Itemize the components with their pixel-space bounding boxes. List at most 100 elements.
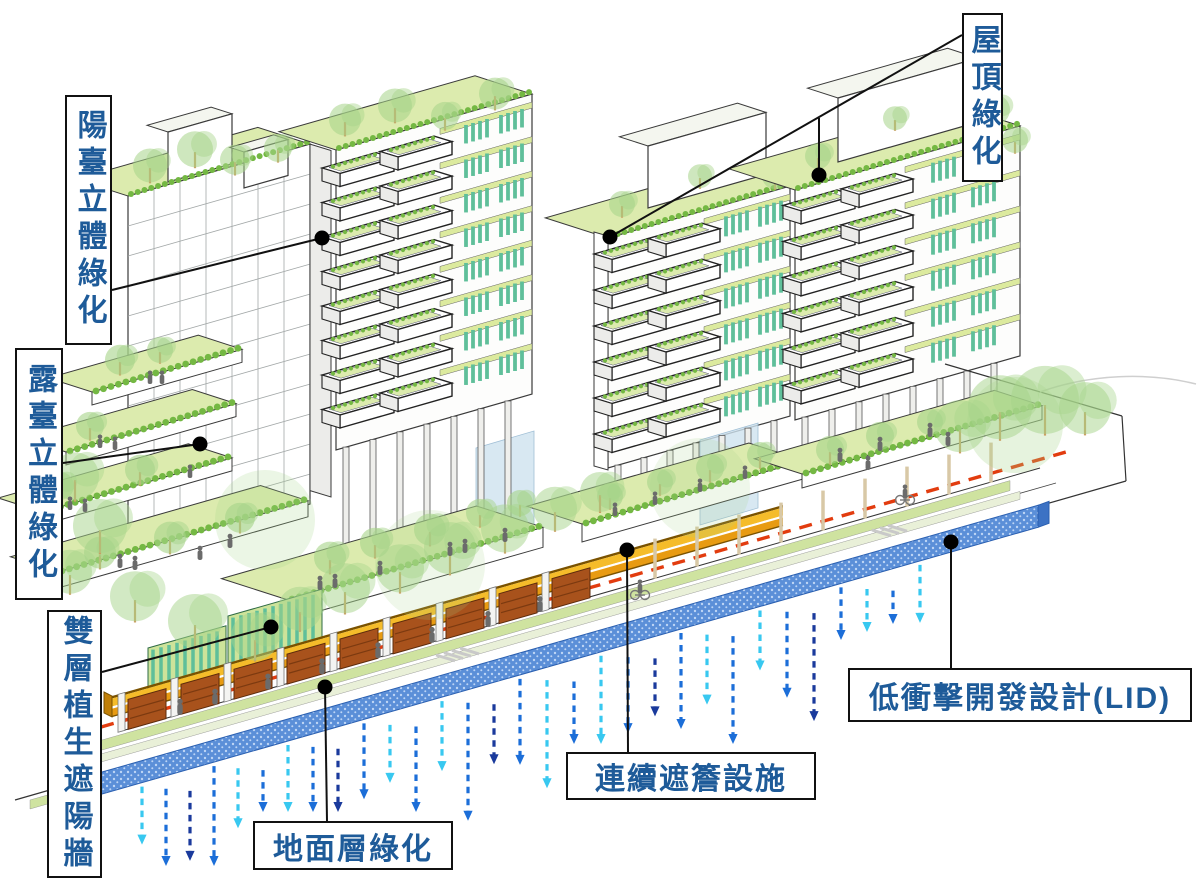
tree	[1002, 127, 1028, 154]
tree	[1059, 382, 1111, 435]
tree	[177, 131, 213, 168]
infiltration-arrow	[650, 706, 660, 717]
tree	[533, 486, 577, 531]
arcade	[117, 442, 993, 733]
infiltration-arrow	[411, 802, 421, 812]
infiltration-arrow	[862, 622, 872, 632]
infiltration-arrow	[782, 687, 792, 698]
person	[112, 436, 118, 442]
label-terrace-greening: 露臺立體綠化	[15, 348, 63, 600]
infiltration-arrow	[515, 754, 525, 765]
infiltration-arrow	[755, 660, 765, 671]
person	[377, 560, 383, 566]
person	[865, 455, 871, 461]
people	[67, 370, 951, 715]
tree	[431, 101, 459, 130]
leader-dot	[263, 619, 279, 635]
tree	[329, 103, 361, 136]
tree	[479, 77, 511, 110]
label-continuous-canopy-text: 連續遮簷設施	[595, 763, 787, 796]
person	[97, 434, 103, 440]
leader-dot	[602, 229, 618, 245]
street-trees	[48, 365, 1117, 662]
person	[332, 573, 338, 579]
person	[697, 478, 703, 484]
infiltration-arrow	[283, 802, 293, 812]
label-roof-greening: 屋頂綠化	[962, 13, 1003, 182]
building-4	[726, 47, 1031, 470]
person	[447, 541, 453, 547]
person	[227, 533, 233, 539]
person	[462, 538, 468, 544]
person	[159, 370, 165, 376]
infiltration-arrow	[888, 614, 898, 624]
person	[502, 527, 508, 533]
tree	[220, 144, 250, 175]
tree	[76, 411, 104, 440]
infiltration-arrows	[137, 564, 925, 866]
tree	[125, 454, 155, 485]
tree	[105, 344, 135, 375]
tree	[378, 88, 412, 123]
tree	[816, 435, 844, 464]
tree	[580, 472, 620, 512]
infiltration-arrow	[359, 789, 369, 800]
person	[265, 673, 271, 680]
person	[612, 502, 618, 508]
tree	[168, 593, 222, 648]
infiltration-arrow	[333, 802, 343, 812]
tree	[133, 148, 167, 183]
infiltration-arrow	[161, 856, 171, 866]
tree	[883, 106, 907, 131]
infiltration-arrow	[596, 734, 606, 744]
infiltration-arrow	[728, 734, 738, 744]
tree	[51, 452, 99, 501]
tree	[110, 571, 160, 622]
person	[375, 642, 381, 648]
tree	[225, 502, 255, 533]
person	[117, 553, 123, 559]
label-ground-greening-text: 地面層綠化	[273, 832, 433, 866]
person	[147, 370, 153, 376]
infiltration-arrow	[915, 612, 925, 623]
person	[67, 496, 73, 502]
leader-dot	[811, 167, 827, 183]
label-double-planted-wall-text: 雙層植生遮陽牆	[58, 614, 92, 874]
infiltration-arrow	[258, 802, 268, 812]
tree	[154, 521, 186, 554]
infiltration-arrow	[185, 850, 195, 861]
label-double-planted-wall: 雙層植生遮陽牆	[47, 610, 102, 878]
leader-dot	[317, 679, 333, 695]
person	[652, 491, 658, 497]
leader-dot	[314, 230, 330, 246]
infiltration-arrow	[676, 719, 686, 729]
infiltration-arrow	[489, 754, 499, 765]
tree	[747, 442, 773, 469]
person	[537, 596, 543, 602]
person	[319, 658, 325, 664]
tree	[320, 563, 370, 614]
label-lid-design-text: 低衝擊開發設計(LID)	[868, 682, 1172, 715]
label-balcony-greening-text: 陽臺立體綠化	[72, 109, 106, 331]
label-continuous-canopy: 連續遮簷設施	[566, 752, 816, 800]
infiltration-arrow	[809, 711, 819, 722]
infiltration-arrow	[569, 734, 579, 744]
tree	[696, 453, 724, 482]
infiltration-arrow	[702, 694, 712, 705]
building-2	[277, 75, 535, 578]
infiltration-arrow	[437, 761, 447, 772]
label-ground-greening: 地面層綠化	[253, 821, 453, 870]
infiltration-arrow	[463, 810, 473, 821]
tree	[376, 544, 424, 593]
building-3	[543, 102, 792, 526]
person	[177, 698, 183, 705]
infiltration-arrow	[209, 856, 219, 866]
label-balcony-greening: 陽臺立體綠化	[65, 95, 112, 345]
tree	[73, 498, 127, 553]
person	[945, 431, 951, 437]
person	[637, 579, 643, 585]
leader-dot	[192, 436, 208, 452]
tree	[147, 337, 173, 364]
person	[485, 610, 491, 617]
